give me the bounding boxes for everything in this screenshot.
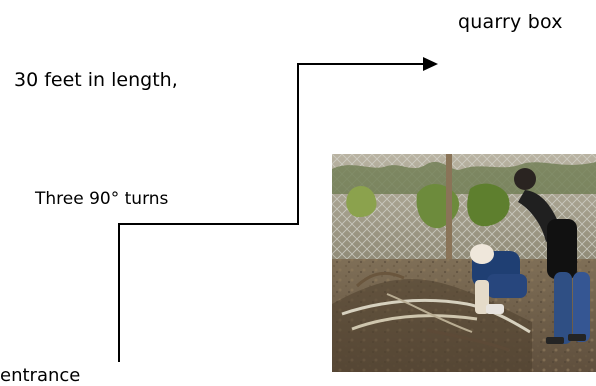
quarry-box-label: quarry box bbox=[458, 11, 563, 33]
turns-label: Three 90° turns bbox=[35, 189, 169, 209]
entrance-label: entrance bbox=[0, 365, 81, 386]
tunnel-length-label: 30 feet in length, bbox=[14, 69, 178, 91]
field-photo bbox=[332, 154, 596, 372]
arrow-head-icon bbox=[423, 57, 438, 71]
